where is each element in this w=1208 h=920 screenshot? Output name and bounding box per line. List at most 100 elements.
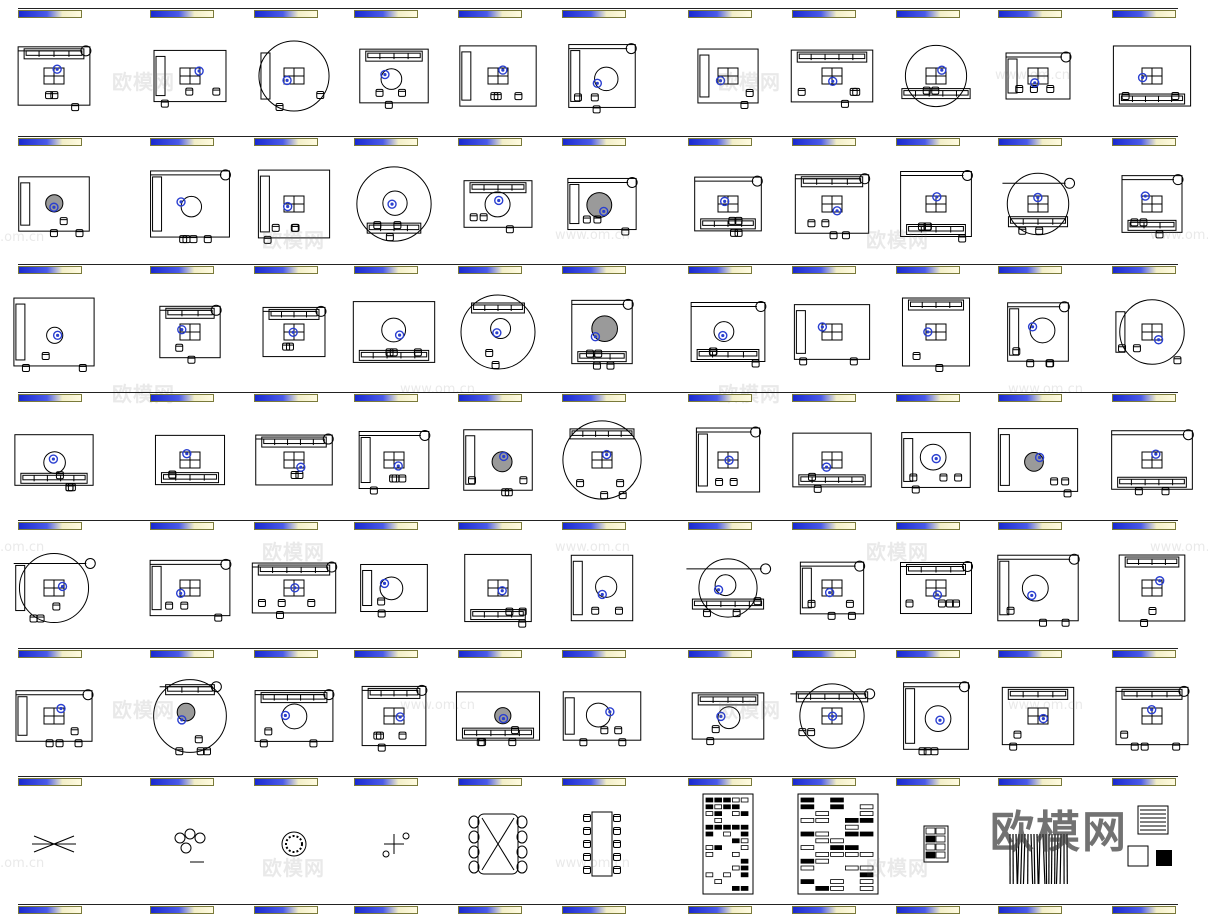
furniture-symbol — [174, 828, 206, 863]
drawing-label-tag — [1112, 138, 1176, 146]
furniture-layout — [455, 691, 541, 747]
drawing-label-tag — [896, 394, 960, 402]
drawing-label-tag — [562, 266, 626, 274]
furniture-layout — [997, 428, 1079, 498]
furniture-layout — [1121, 174, 1184, 239]
drawing-label-tag — [254, 778, 318, 786]
furniture-layout — [13, 552, 96, 624]
drawing-label-tag — [254, 266, 318, 274]
row-divider — [18, 904, 1178, 905]
furniture-layout — [794, 173, 871, 240]
drawing-label-tag — [896, 522, 960, 530]
drawing-label-tag — [688, 266, 752, 274]
furniture-layout — [15, 689, 94, 748]
drawing-label-tag — [254, 650, 318, 658]
drawing-label-tag — [688, 138, 752, 146]
rug-pattern — [1009, 833, 1068, 885]
drawing-label-tag — [688, 650, 752, 658]
drawing-label-tag — [354, 778, 418, 786]
drawing-label-tag — [688, 10, 752, 18]
drawing-label-tag — [998, 778, 1062, 786]
drawing-label-tag — [354, 138, 418, 146]
furniture-layout — [153, 679, 227, 756]
furniture-symbol — [382, 832, 410, 858]
drawing-label-tag — [458, 522, 522, 530]
drawing-label-tag — [792, 650, 856, 658]
drawing-label-tag — [562, 778, 626, 786]
row-divider — [18, 392, 1178, 393]
drawing-label-tag — [150, 522, 214, 530]
drawing-label-tag — [254, 138, 318, 146]
furniture-layout — [257, 169, 331, 244]
row-divider — [18, 648, 1178, 649]
drawing-label-tag — [1112, 650, 1176, 658]
furniture-layout — [153, 49, 227, 108]
furniture-layout — [790, 49, 874, 108]
drawing-label-tag — [562, 138, 626, 146]
drawing-label-tag — [792, 266, 856, 274]
row-divider — [18, 520, 1178, 521]
drawing-label-tag — [688, 778, 752, 786]
furniture-layout — [697, 48, 759, 109]
furniture-layout — [154, 434, 226, 486]
drawing-label-tag — [254, 394, 318, 402]
furniture-layout — [568, 43, 637, 114]
furniture-layout — [463, 429, 533, 497]
furniture-symbol — [32, 835, 76, 853]
drawing-label-tag — [792, 522, 856, 530]
drawing-label-tag — [998, 138, 1062, 146]
furniture-layout — [899, 560, 974, 615]
furniture-layout — [14, 434, 94, 492]
furniture-layout — [1111, 429, 1194, 496]
furniture-layout — [792, 432, 872, 493]
drawing-label-tag — [354, 10, 418, 18]
furniture-layout — [1115, 685, 1190, 751]
furniture-layout — [790, 683, 876, 749]
drawing-label-tag — [354, 266, 418, 274]
drawing-label-tag — [998, 906, 1062, 914]
drawing-label-tag — [896, 778, 960, 786]
drawing-label-tag — [1112, 394, 1176, 402]
furniture-layout — [1112, 45, 1192, 107]
furniture-layout — [694, 175, 763, 237]
furniture-layout — [255, 433, 334, 486]
drawing-label-tag — [150, 138, 214, 146]
drawing-label-tag — [354, 906, 418, 914]
furniture-layout — [570, 554, 634, 622]
furniture-layout — [901, 44, 971, 108]
furniture-layout — [13, 297, 95, 372]
furniture-layout — [254, 689, 335, 748]
drawing-label-tag — [254, 10, 318, 18]
furniture-layout — [358, 429, 431, 495]
furniture-layout — [567, 176, 638, 236]
furniture-layout — [799, 560, 866, 620]
drawing-label-tag — [1112, 522, 1176, 530]
rug-pattern — [702, 793, 754, 895]
furniture-layout — [460, 294, 536, 370]
drawing-label-tag — [562, 906, 626, 914]
furniture-layout — [1118, 554, 1186, 627]
drawing-label-tag — [998, 266, 1062, 274]
furniture-layout — [149, 558, 232, 622]
furniture-layout — [359, 48, 429, 109]
drawing-label-tag — [792, 906, 856, 914]
furniture-layout — [1005, 51, 1072, 100]
row-divider — [18, 136, 1178, 137]
drawing-label-tag — [354, 522, 418, 530]
furniture-layout — [690, 301, 767, 368]
furniture-layout — [262, 305, 327, 358]
furniture-layout — [1001, 686, 1075, 751]
furniture-layout — [562, 420, 642, 500]
furniture-layout — [901, 297, 971, 372]
drawing-label-tag — [792, 10, 856, 18]
drawing-label-tag — [18, 906, 82, 914]
furniture-layout — [18, 176, 90, 238]
drawing-label-tag — [18, 778, 82, 786]
drawing-label-tag — [896, 266, 960, 274]
drawing-label-tag — [562, 522, 626, 530]
drawing-label-tag — [18, 650, 82, 658]
furniture-layout — [251, 561, 338, 619]
drawing-label-tag — [998, 10, 1062, 18]
drawing-label-tag — [254, 906, 318, 914]
drawing-label-tag — [688, 522, 752, 530]
